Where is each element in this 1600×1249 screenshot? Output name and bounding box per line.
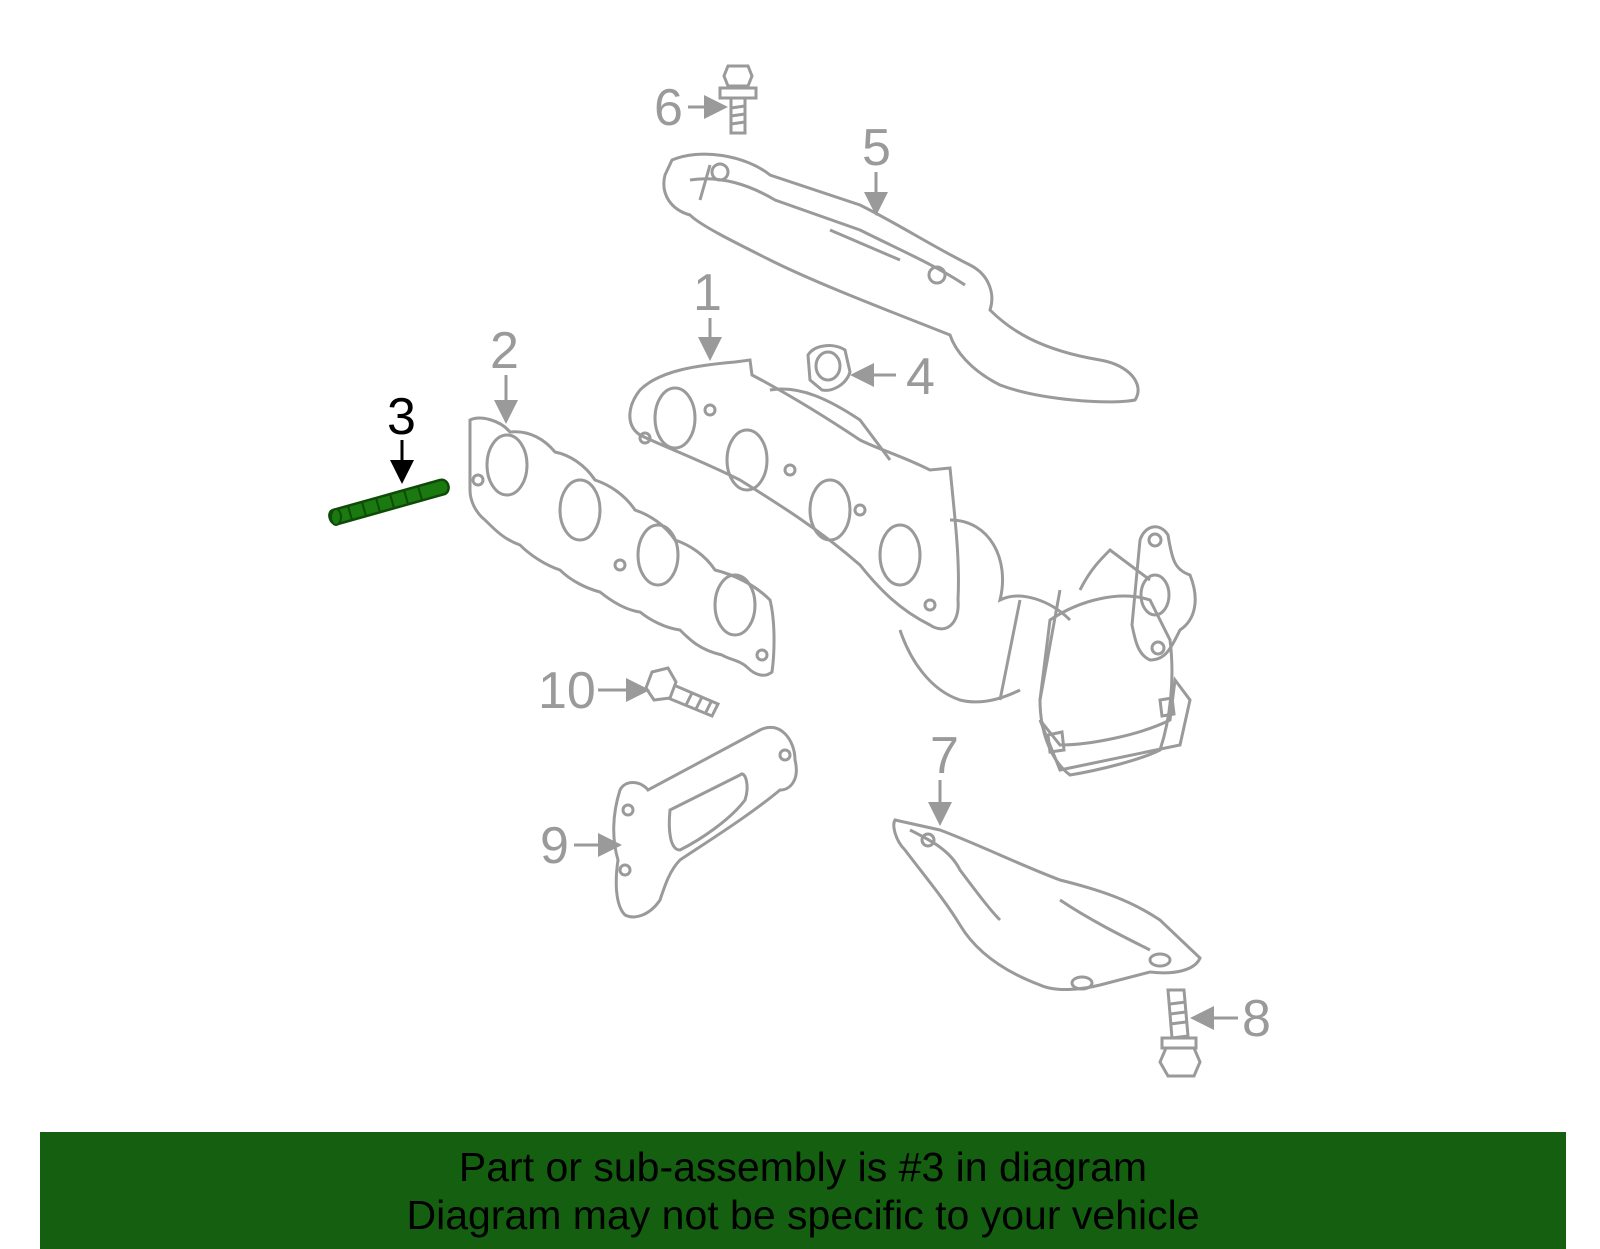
callout-10: 10 <box>538 662 596 720</box>
callout-4: 4 <box>906 348 935 406</box>
callout-3: 3 <box>387 388 416 446</box>
callout-2: 2 <box>490 322 519 380</box>
part-4-nut[interactable] <box>806 344 852 392</box>
info-banner: Part or sub-assembly is #3 in diagram Di… <box>40 1132 1566 1249</box>
part-9-bracket[interactable] <box>612 725 798 919</box>
callout-5: 5 <box>862 119 891 177</box>
part-2-gasket[interactable] <box>468 416 776 677</box>
banner-line-2: Diagram may not be specific to your vehi… <box>406 1191 1200 1238</box>
banner-line-1: Part or sub-assembly is #3 in diagram <box>458 1143 1148 1190</box>
part-1-exhaust-manifold[interactable] <box>628 358 1197 777</box>
part-6-bolt[interactable] <box>718 64 758 135</box>
part-7-heat-insulator[interactable] <box>892 818 1202 991</box>
callout-6: 6 <box>654 79 683 137</box>
leader-arrows <box>494 95 1238 1030</box>
callout-9: 9 <box>540 817 569 875</box>
callout-1: 1 <box>693 264 722 322</box>
part-10-bolt[interactable] <box>644 666 721 718</box>
part-3-stud[interactable] <box>328 478 450 526</box>
part-8-bolt[interactable] <box>1158 988 1202 1078</box>
callout-8: 8 <box>1242 990 1271 1048</box>
part-5-heat-insulator[interactable] <box>662 152 1140 404</box>
callout-7: 7 <box>930 727 959 785</box>
